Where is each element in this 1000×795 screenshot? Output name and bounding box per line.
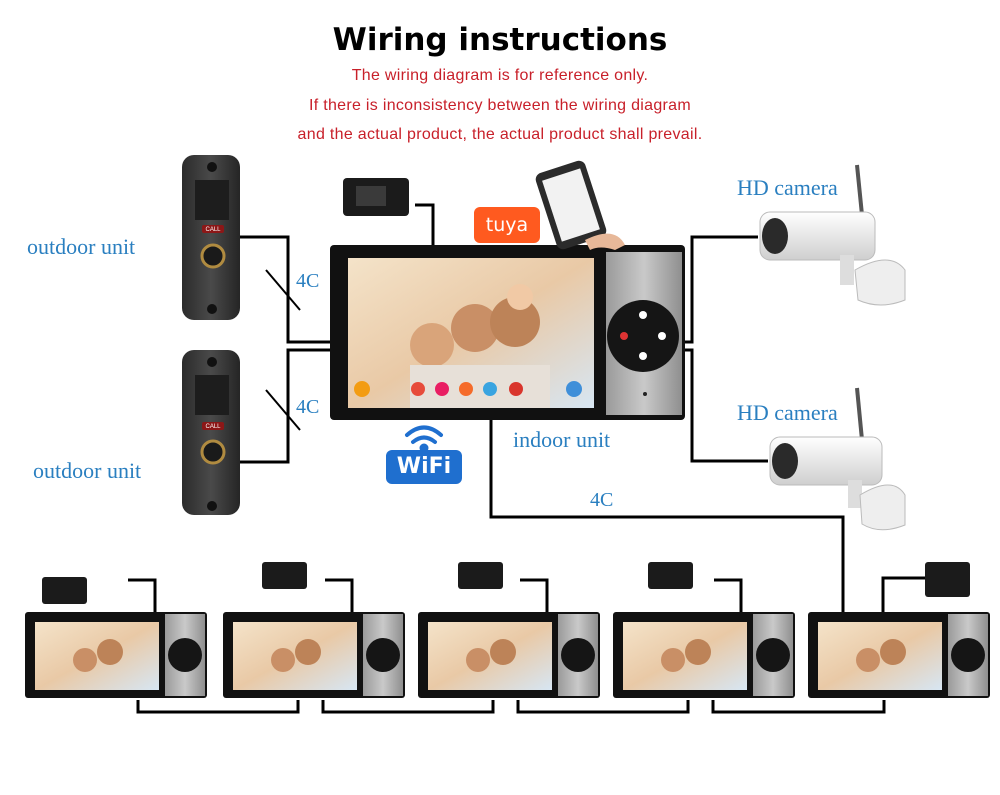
cable-slash-1	[265, 269, 301, 311]
hd-camera-label-1: HD camera	[737, 175, 838, 200]
hd-camera-label-2: HD camera	[737, 400, 838, 425]
screen-child	[507, 284, 533, 310]
wire-indoor-to-slaves	[489, 420, 845, 612]
wire-outdoor-unit-2	[240, 348, 330, 464]
wire-slave-link-3	[516, 700, 690, 714]
outdoor-unit-1	[182, 155, 240, 320]
screen-app-icons	[354, 381, 582, 397]
wifi-badge: WiFi	[386, 450, 462, 484]
slave-monitor-2	[223, 562, 405, 698]
wire-camera-1	[682, 235, 758, 344]
disclaimer-line-3: and the actual product, the actual produ…	[297, 126, 703, 143]
wire-slave-link-4	[711, 700, 886, 714]
wire-slave-power-3	[520, 578, 549, 612]
outdoor-unit-2	[182, 350, 240, 515]
slave-monitor-5	[808, 562, 990, 698]
hd-camera-1	[759, 164, 906, 306]
wire-indoor-power	[415, 203, 435, 248]
touch-keypad	[607, 300, 679, 372]
wire-slave-power-4	[714, 578, 743, 612]
wire-slave-power-2	[325, 578, 354, 612]
wire-outdoor-unit-1	[240, 235, 330, 344]
wire-slave-power-1	[128, 578, 157, 612]
smartphone	[535, 160, 625, 250]
call-button-label-2: CALL	[205, 424, 221, 430]
outdoor-unit-label-2: outdoor unit	[33, 458, 142, 483]
screen-person-1	[410, 323, 454, 367]
wires	[128, 203, 925, 714]
cable-4c-label-3: 4C	[590, 489, 614, 511]
slave-monitor-3	[418, 562, 600, 698]
power-adapter-main	[343, 178, 409, 216]
screen-person-2	[451, 304, 499, 352]
call-button-label-1: CALL	[205, 227, 221, 233]
outdoor-unit-label-1: outdoor unit	[27, 234, 136, 259]
tuya-badge: tuya	[474, 207, 540, 243]
wire-slave-link-1	[136, 700, 300, 714]
cable-slash-2	[265, 389, 301, 431]
indoor-unit-label: indoor unit	[513, 427, 611, 452]
slave-monitor-1	[25, 577, 207, 698]
cable-4c-label-2: 4C	[296, 396, 320, 418]
screen-person-3	[490, 297, 540, 347]
disclaimer-line-2: If there is inconsistency between the wi…	[308, 97, 691, 114]
indoor-unit-monitor	[330, 245, 685, 420]
cable-4c-label-1: 4C	[296, 270, 320, 292]
page-title: Wiring instructions	[332, 22, 668, 58]
hd-camera-2	[769, 387, 906, 531]
wifi-waves-icon	[405, 425, 443, 453]
slave-monitor-4	[613, 562, 795, 698]
disclaimer-line-1: The wiring diagram is for reference only…	[351, 67, 649, 84]
wire-slave-power-5	[881, 576, 925, 612]
wire-camera-2	[682, 348, 768, 463]
wire-slave-link-2	[321, 700, 495, 714]
